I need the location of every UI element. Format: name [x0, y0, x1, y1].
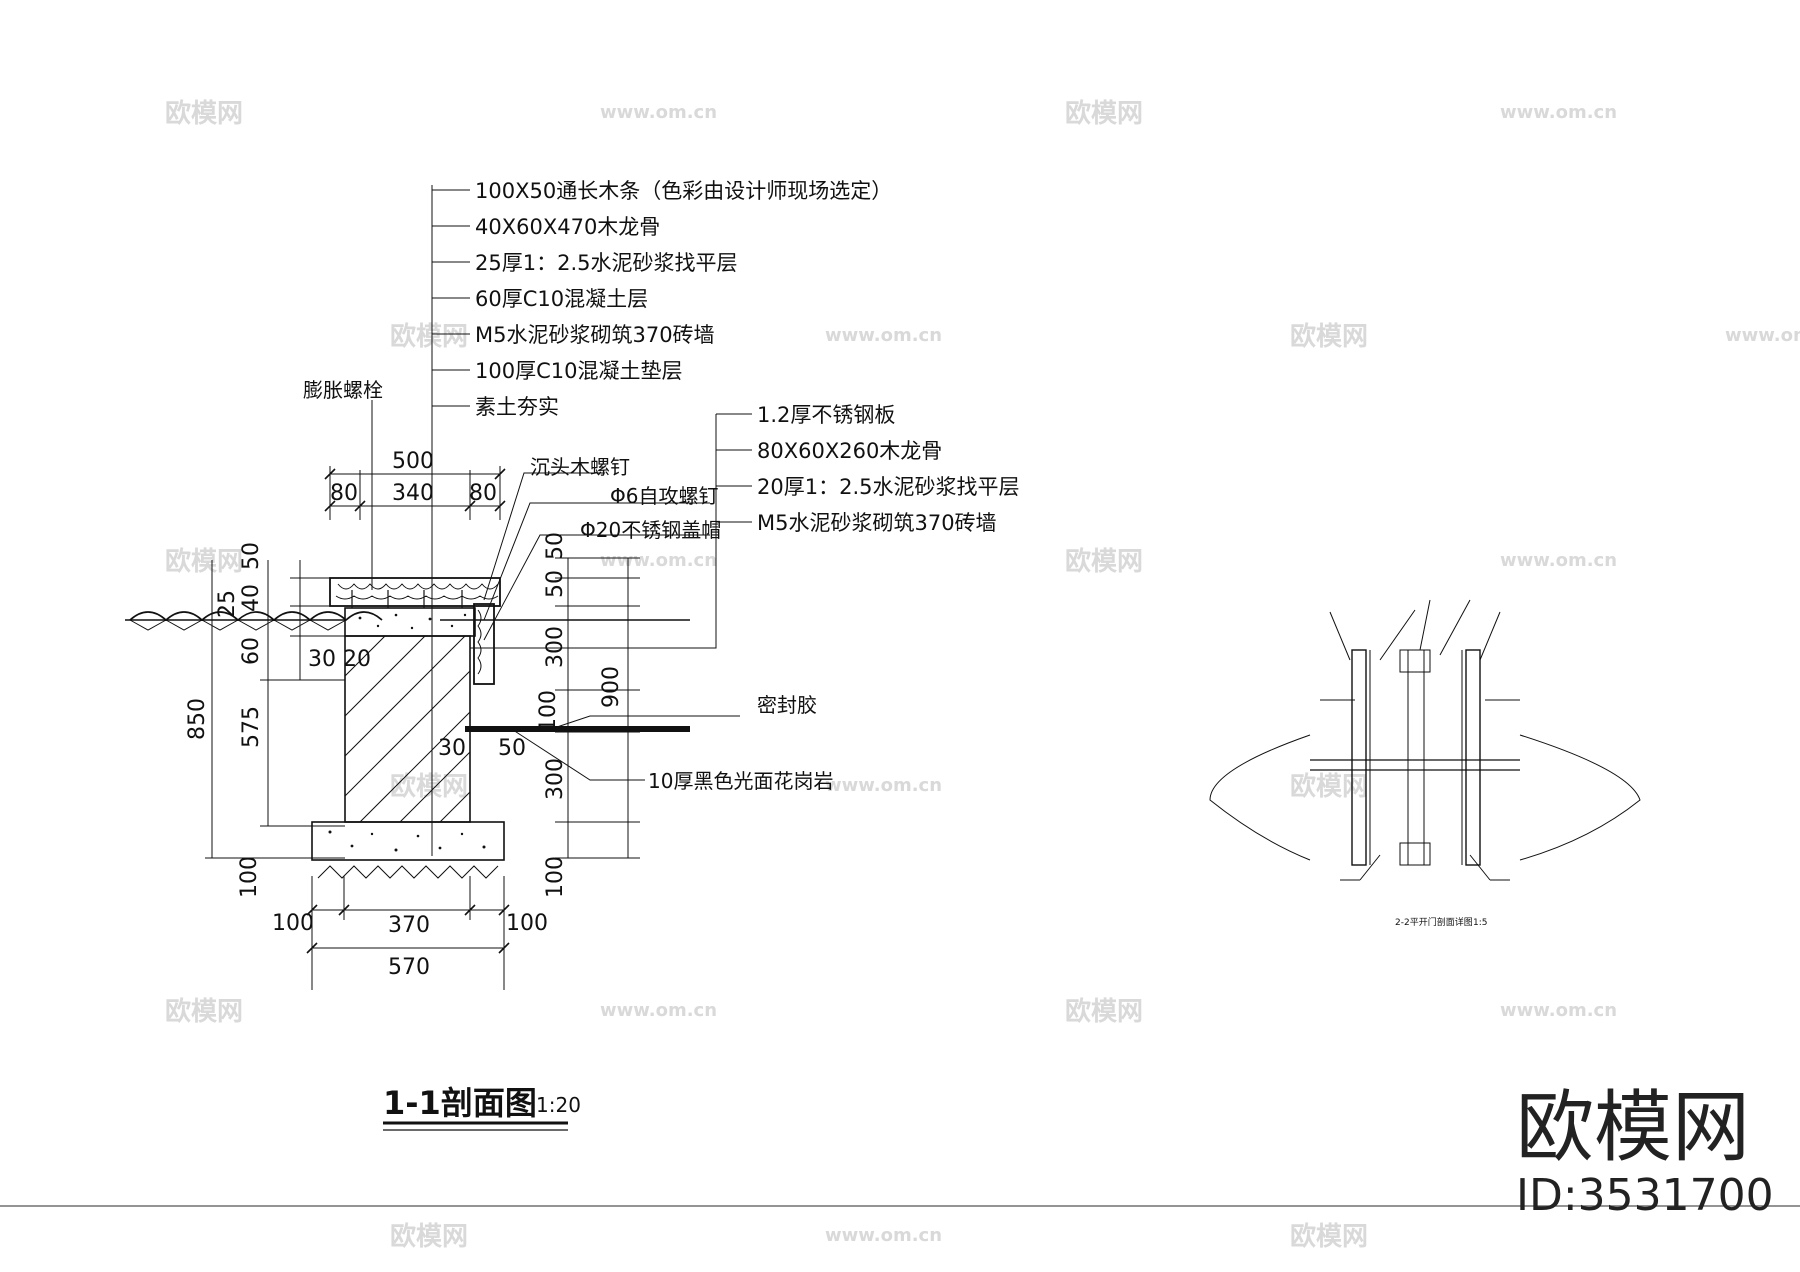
- dim-top-right: 80: [469, 481, 497, 506]
- watermark-logo: 欧模网: [1290, 1221, 1368, 1252]
- watermark-logo: 欧模网: [1065, 98, 1143, 129]
- dim-inner-20: 20: [343, 647, 371, 672]
- callout-side-leveling: 20厚1：2.5水泥砂浆找平层: [757, 475, 1019, 499]
- dim-bottom-100-left: 100: [272, 911, 314, 936]
- dim-low-30: 30: [438, 736, 466, 761]
- label-countersunk-screw: 沉头木螺钉: [530, 455, 630, 479]
- callout-side-brick: M5水泥砂浆砌筑370砖墙: [757, 511, 997, 535]
- dim-inner-30: 30: [308, 647, 336, 672]
- dim-left-850: 850: [185, 698, 210, 740]
- dim-bottom-570: 570: [388, 955, 430, 980]
- dim-bottom-370: 370: [388, 913, 430, 938]
- watermark-logo: 欧模网: [390, 321, 468, 352]
- callout-concrete-cushion: 100厚C10混凝土垫层: [475, 359, 682, 383]
- callout-brick-wall: M5水泥砂浆砌筑370砖墙: [475, 323, 715, 347]
- dim-right-100b: 100: [543, 856, 568, 898]
- dim-low-50: 50: [498, 736, 526, 761]
- watermark-logo: 欧模网: [165, 546, 243, 577]
- dim-top-mid: 340: [392, 481, 434, 506]
- dim-bottom-100-right: 100: [506, 911, 548, 936]
- watermark-logo: 欧模网: [165, 996, 243, 1027]
- dim-right-900: 900: [599, 666, 624, 708]
- side-timber: [473, 603, 495, 685]
- watermark-layer: 欧模网 www.om.cn 欧模网 www.om.cn 欧模网 www.om.c…: [165, 98, 1800, 1252]
- callout-wood-joist: 40X60X470木龙骨: [475, 215, 660, 239]
- door-swing-arc-left: [1209, 734, 1311, 861]
- watermark-url: www.om.cn: [600, 1000, 717, 1021]
- dim-top-left: 80: [330, 481, 358, 506]
- watermark-logo: 欧模网: [1065, 996, 1143, 1027]
- dim-right-300a: 300: [543, 626, 568, 668]
- callout-side-joist: 80X60X260木龙骨: [757, 439, 942, 463]
- section-texts: 100X50通长木条（色彩由设计师现场选定） 40X60X470木龙骨 25厚1…: [185, 179, 1019, 1122]
- label-steel-cap: Φ20不锈钢盖帽: [580, 518, 721, 542]
- watermark-url: www.om.cn: [600, 550, 717, 571]
- ground-hatch: [129, 611, 383, 622]
- dim-left-100: 100: [237, 856, 262, 898]
- watermark-logo: 欧模网: [1065, 546, 1143, 577]
- watermark-url: www.om.cn: [1500, 1000, 1617, 1021]
- watermark-logo: 欧模网: [165, 98, 243, 129]
- dim-top-total: 500: [392, 449, 434, 474]
- callout-concrete-layer: 60厚C10混凝土层: [475, 287, 648, 311]
- detail-caption: 2-2平开门剖面详图: [1395, 916, 1473, 928]
- watermark-url: www.om.cn: [600, 102, 717, 123]
- dim-right-50a: 50: [543, 532, 568, 560]
- watermark-url: www.om.cn: [825, 325, 942, 346]
- label-expansion-bolt: 膨胀螺栓: [303, 378, 383, 402]
- callout-mortar-leveling: 25厚1：2.5水泥砂浆找平层: [475, 251, 737, 275]
- wood-top-board: [329, 577, 501, 607]
- detail-2-2: 2-2平开门剖面详图 1:5: [1209, 599, 1641, 928]
- concrete-footing: [311, 821, 505, 861]
- watermark-logo: 欧模网: [390, 1221, 468, 1252]
- dim-right-100: 100: [536, 690, 561, 732]
- watermark-url: www.om.cn: [1500, 550, 1617, 571]
- label-tapping-screw: Φ6自攻螺钉: [610, 484, 718, 508]
- label-granite: 10厚黑色光面花岗岩: [648, 769, 833, 793]
- compacted-soil: [317, 865, 499, 879]
- section-scale: 1:20: [536, 1093, 581, 1117]
- watermark-logo: 欧模网: [1290, 771, 1368, 802]
- callout-compacted-soil: 素土夯实: [475, 395, 559, 419]
- dim-left-50: 50: [239, 542, 264, 570]
- section-title: 1-1剖面图: [383, 1084, 537, 1122]
- dim-left-40: 40: [239, 584, 264, 612]
- watermark-url: www.om.cn: [1500, 102, 1617, 123]
- callout-wood-strip: 100X50通长木条（色彩由设计师现场选定）: [475, 179, 892, 203]
- section-1-1: [125, 185, 752, 1131]
- watermark-url: www.om.cn: [825, 775, 942, 796]
- dim-left-25: 25: [215, 590, 240, 618]
- brand-id: ID:3531700: [1516, 1170, 1774, 1221]
- callout-steel-plate: 1.2厚不锈钢板: [757, 403, 895, 427]
- watermark-url: www.om.cn: [825, 1225, 942, 1246]
- label-sealant: 密封胶: [757, 693, 817, 717]
- frame-left: [1351, 649, 1367, 866]
- granite-strip: [465, 726, 690, 732]
- dim-left-60: 60: [239, 637, 264, 665]
- dim-right-50b: 50: [543, 570, 568, 598]
- dim-left-575: 575: [239, 706, 264, 748]
- watermark-logo: 欧模网: [1290, 321, 1368, 352]
- door-swing-arc-right: [1519, 734, 1641, 861]
- brand-watermark: 欧模网: [1516, 1083, 1750, 1173]
- detail-scale: 1:5: [1473, 918, 1487, 928]
- watermark-url: www.om.cn: [1725, 325, 1800, 346]
- frame-right: [1465, 649, 1481, 866]
- dim-right-300b: 300: [543, 758, 568, 800]
- watermark-logo: 欧模网: [390, 771, 468, 802]
